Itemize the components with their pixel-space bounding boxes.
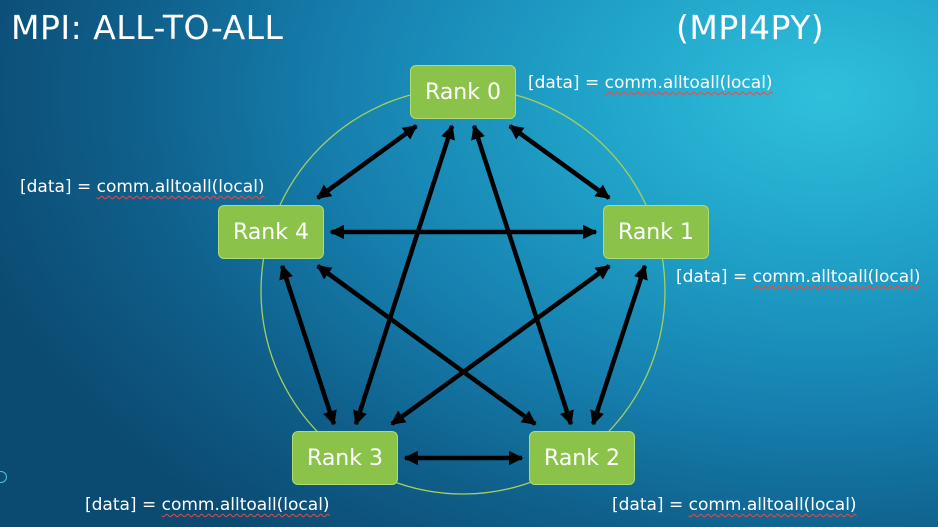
arrow-rank2-rank4 — [316, 264, 537, 426]
rank-4-code-label: [data] = comm.alltoall(local) — [20, 177, 265, 197]
rank-1-node: Rank 1 — [603, 205, 709, 259]
alltoall-call: comm.alltoall(local) — [688, 495, 857, 515]
rank-4-label: Rank 4 — [233, 219, 309, 245]
rank-1-code-label: [data] = comm.alltoall(local) — [676, 267, 921, 287]
rank-0-label: Rank 0 — [425, 79, 501, 105]
arrow-rank3-rank4 — [279, 264, 337, 426]
rank-0-code-label: [data] = comm.alltoall(local) — [528, 73, 773, 93]
alltoall-call: comm.alltoall(local) — [96, 177, 265, 197]
slide-title: MPI: ALL-TO-ALL — [11, 8, 284, 47]
alltoall-call: comm.alltoall(local) — [161, 495, 330, 515]
arrow-rank1-rank2 — [590, 264, 648, 426]
rank-3-label: Rank 3 — [307, 445, 383, 471]
rank-1-label: Rank 1 — [618, 219, 694, 245]
rank-2-node: Rank 2 — [529, 431, 635, 485]
rank-3-code-label: [data] = comm.alltoall(local) — [85, 495, 330, 515]
rank-3-node: Rank 3 — [292, 431, 398, 485]
rank-0-node: Rank 0 — [410, 65, 516, 119]
rank-2-label: Rank 2 — [544, 445, 620, 471]
rank-2-code-label: [data] = comm.alltoall(local) — [612, 495, 857, 515]
arrow-rank0-rank3 — [353, 124, 455, 426]
rank-4-node: Rank 4 — [218, 205, 324, 259]
arrow-rank0-rank4 — [316, 124, 418, 200]
alltoall-call: comm.alltoall(local) — [752, 267, 921, 287]
slide-subtitle: (MPI4PY) — [676, 8, 825, 47]
alltoall-call: comm.alltoall(local) — [604, 73, 773, 93]
arrow-rank0-rank2 — [471, 124, 574, 426]
